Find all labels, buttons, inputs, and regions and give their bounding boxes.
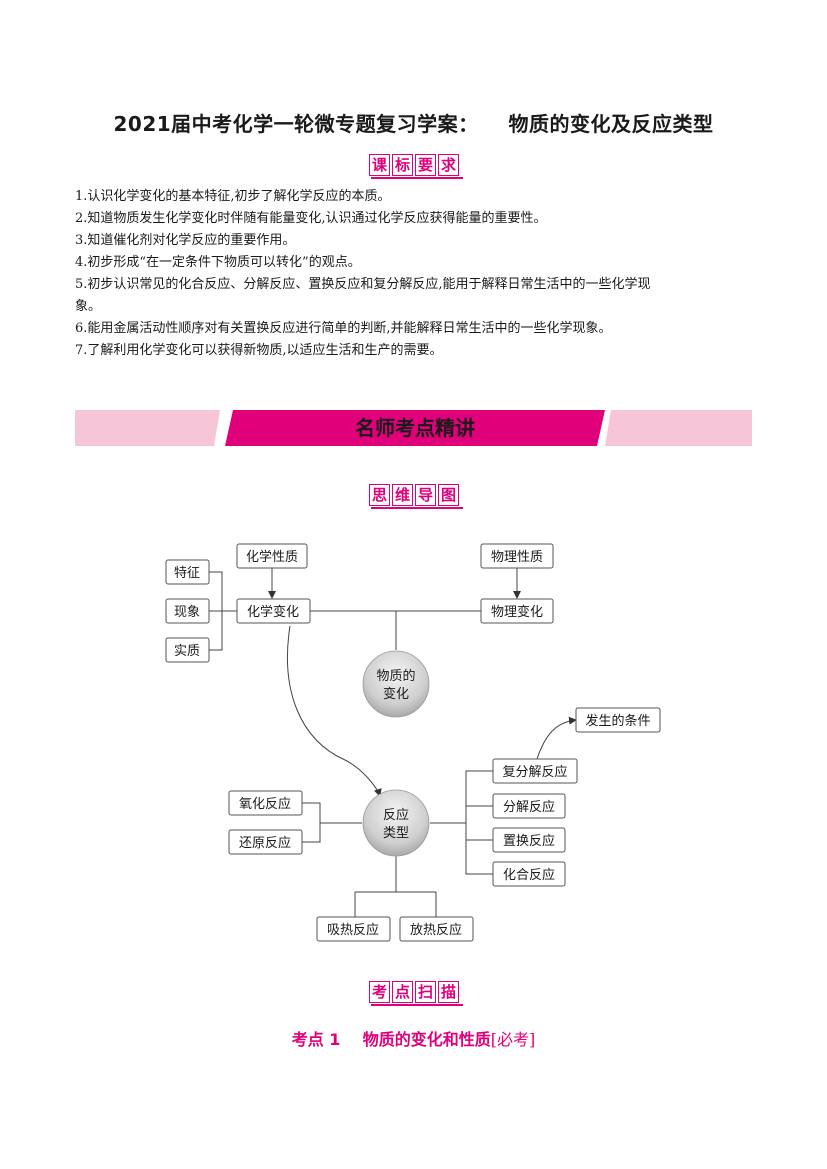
label-char: 思	[369, 484, 390, 506]
box-replace	[492, 827, 566, 853]
label-decomp: 分解反应	[503, 799, 555, 815]
label-phenomenon: 现象	[174, 605, 200, 620]
banner-right-stripe	[605, 410, 752, 446]
label-reduction: 还原反应	[239, 835, 291, 851]
label-replace: 置换反应	[503, 833, 555, 849]
requirements-list: 1.认识化学变化的基本特征,初步了解化学反应的本质。 2.知道物质发生化学变化时…	[75, 186, 755, 362]
box-double-decomp	[492, 758, 578, 784]
label-center1-line2: 变化	[383, 686, 409, 702]
kaodian-prefix: 考点 1	[291, 1030, 341, 1049]
box-exo	[399, 916, 474, 942]
box-endo	[316, 916, 391, 942]
requirement-item: 2.知道物质发生化学变化时伴随有能量变化,认识通过化学反应获得能量的重要性。	[75, 211, 547, 226]
box-essence	[165, 637, 210, 663]
label-endo: 吸热反应	[327, 922, 379, 938]
box-phenomenon	[165, 598, 210, 624]
requirement-item: 5.初步认识常见的化合反应、分解反应、置换反应和复分解反应,能用于解释日常生活中…	[75, 277, 651, 292]
kaodian-heading: 考点 1 物质的变化和性质[必考]	[0, 1026, 827, 1050]
label-feature: 特征	[174, 566, 200, 581]
box-chem-prop	[236, 543, 308, 569]
label-essence: 实质	[174, 644, 200, 659]
requirement-item: 象。	[75, 299, 102, 314]
label-phys-change: 物理变化	[491, 604, 543, 620]
label-char: 点	[392, 981, 413, 1003]
section-label-kaodian: 考 点 扫 描	[369, 981, 463, 1006]
label-oxidation: 氧化反应	[239, 796, 291, 812]
requirement-item: 7.了解利用化学变化可以获得新物质,以适应生活和生产的需要。	[75, 343, 443, 358]
box-combine	[492, 861, 566, 887]
label-exo: 放热反应	[410, 922, 462, 938]
label-char: 图	[438, 484, 459, 506]
box-condition	[575, 707, 661, 733]
label-char: 求	[438, 154, 459, 176]
box-reduction	[228, 829, 303, 855]
label-center2-line1: 反应	[383, 807, 409, 823]
label-chem-prop: 化学性质	[246, 549, 298, 565]
label-char: 导	[415, 484, 436, 506]
label-combine: 化合反应	[503, 867, 555, 883]
requirement-item: 4.初步形成“在一定条件下物质可以转化”的观点。	[75, 255, 361, 270]
box-phys-change	[480, 598, 554, 624]
requirement-item: 1.认识化学变化的基本特征,初步了解化学反应的本质。	[75, 189, 391, 204]
box-phys-prop	[480, 543, 554, 569]
label-char: 扫	[415, 981, 436, 1003]
requirement-item: 6.能用金属活动性顺序对有关置换反应进行简单的判断,并能解释日常生活中的一些化学…	[75, 321, 612, 336]
requirement-item: 3.知道催化剂对化学反应的重要作用。	[75, 233, 296, 248]
label-char: 要	[415, 154, 436, 176]
label-char: 维	[392, 484, 413, 506]
circle-reaction-types	[362, 789, 430, 857]
page-title: 2021届中考化学一轮微专题复习学案： 物质的变化及反应类型	[113, 112, 714, 136]
label-condition: 发生的条件	[585, 713, 650, 729]
section-label-siwei: 思 维 导 图	[369, 484, 463, 509]
box-feature	[165, 559, 210, 585]
label-chem-change: 化学变化	[247, 604, 299, 620]
banner-title: 名师考点精讲	[355, 416, 475, 440]
label-center2-line2: 类型	[383, 826, 409, 841]
section-label-kebiao: 课 标 要 求	[369, 154, 463, 179]
banner-main-stripe	[225, 410, 605, 446]
kaodian-title-text: 物质的变化和性质	[362, 1030, 491, 1049]
circle-matter-change	[362, 650, 430, 718]
label-phys-prop: 物理性质	[491, 550, 543, 565]
label-char: 标	[392, 154, 413, 176]
banner-left-stripe	[75, 410, 220, 446]
label-center1-line1: 物质的	[376, 668, 415, 684]
label-double-decomp: 复分解反应	[502, 764, 567, 780]
box-oxidation	[228, 790, 303, 816]
label-char: 课	[369, 154, 390, 176]
label-char: 考	[369, 981, 390, 1003]
kaodian-tag: [必考]	[490, 1030, 536, 1049]
label-char: 描	[438, 981, 459, 1003]
box-decomp	[492, 793, 566, 819]
section-banner: 名师考点精讲	[75, 410, 752, 446]
box-chem-change	[236, 598, 311, 624]
